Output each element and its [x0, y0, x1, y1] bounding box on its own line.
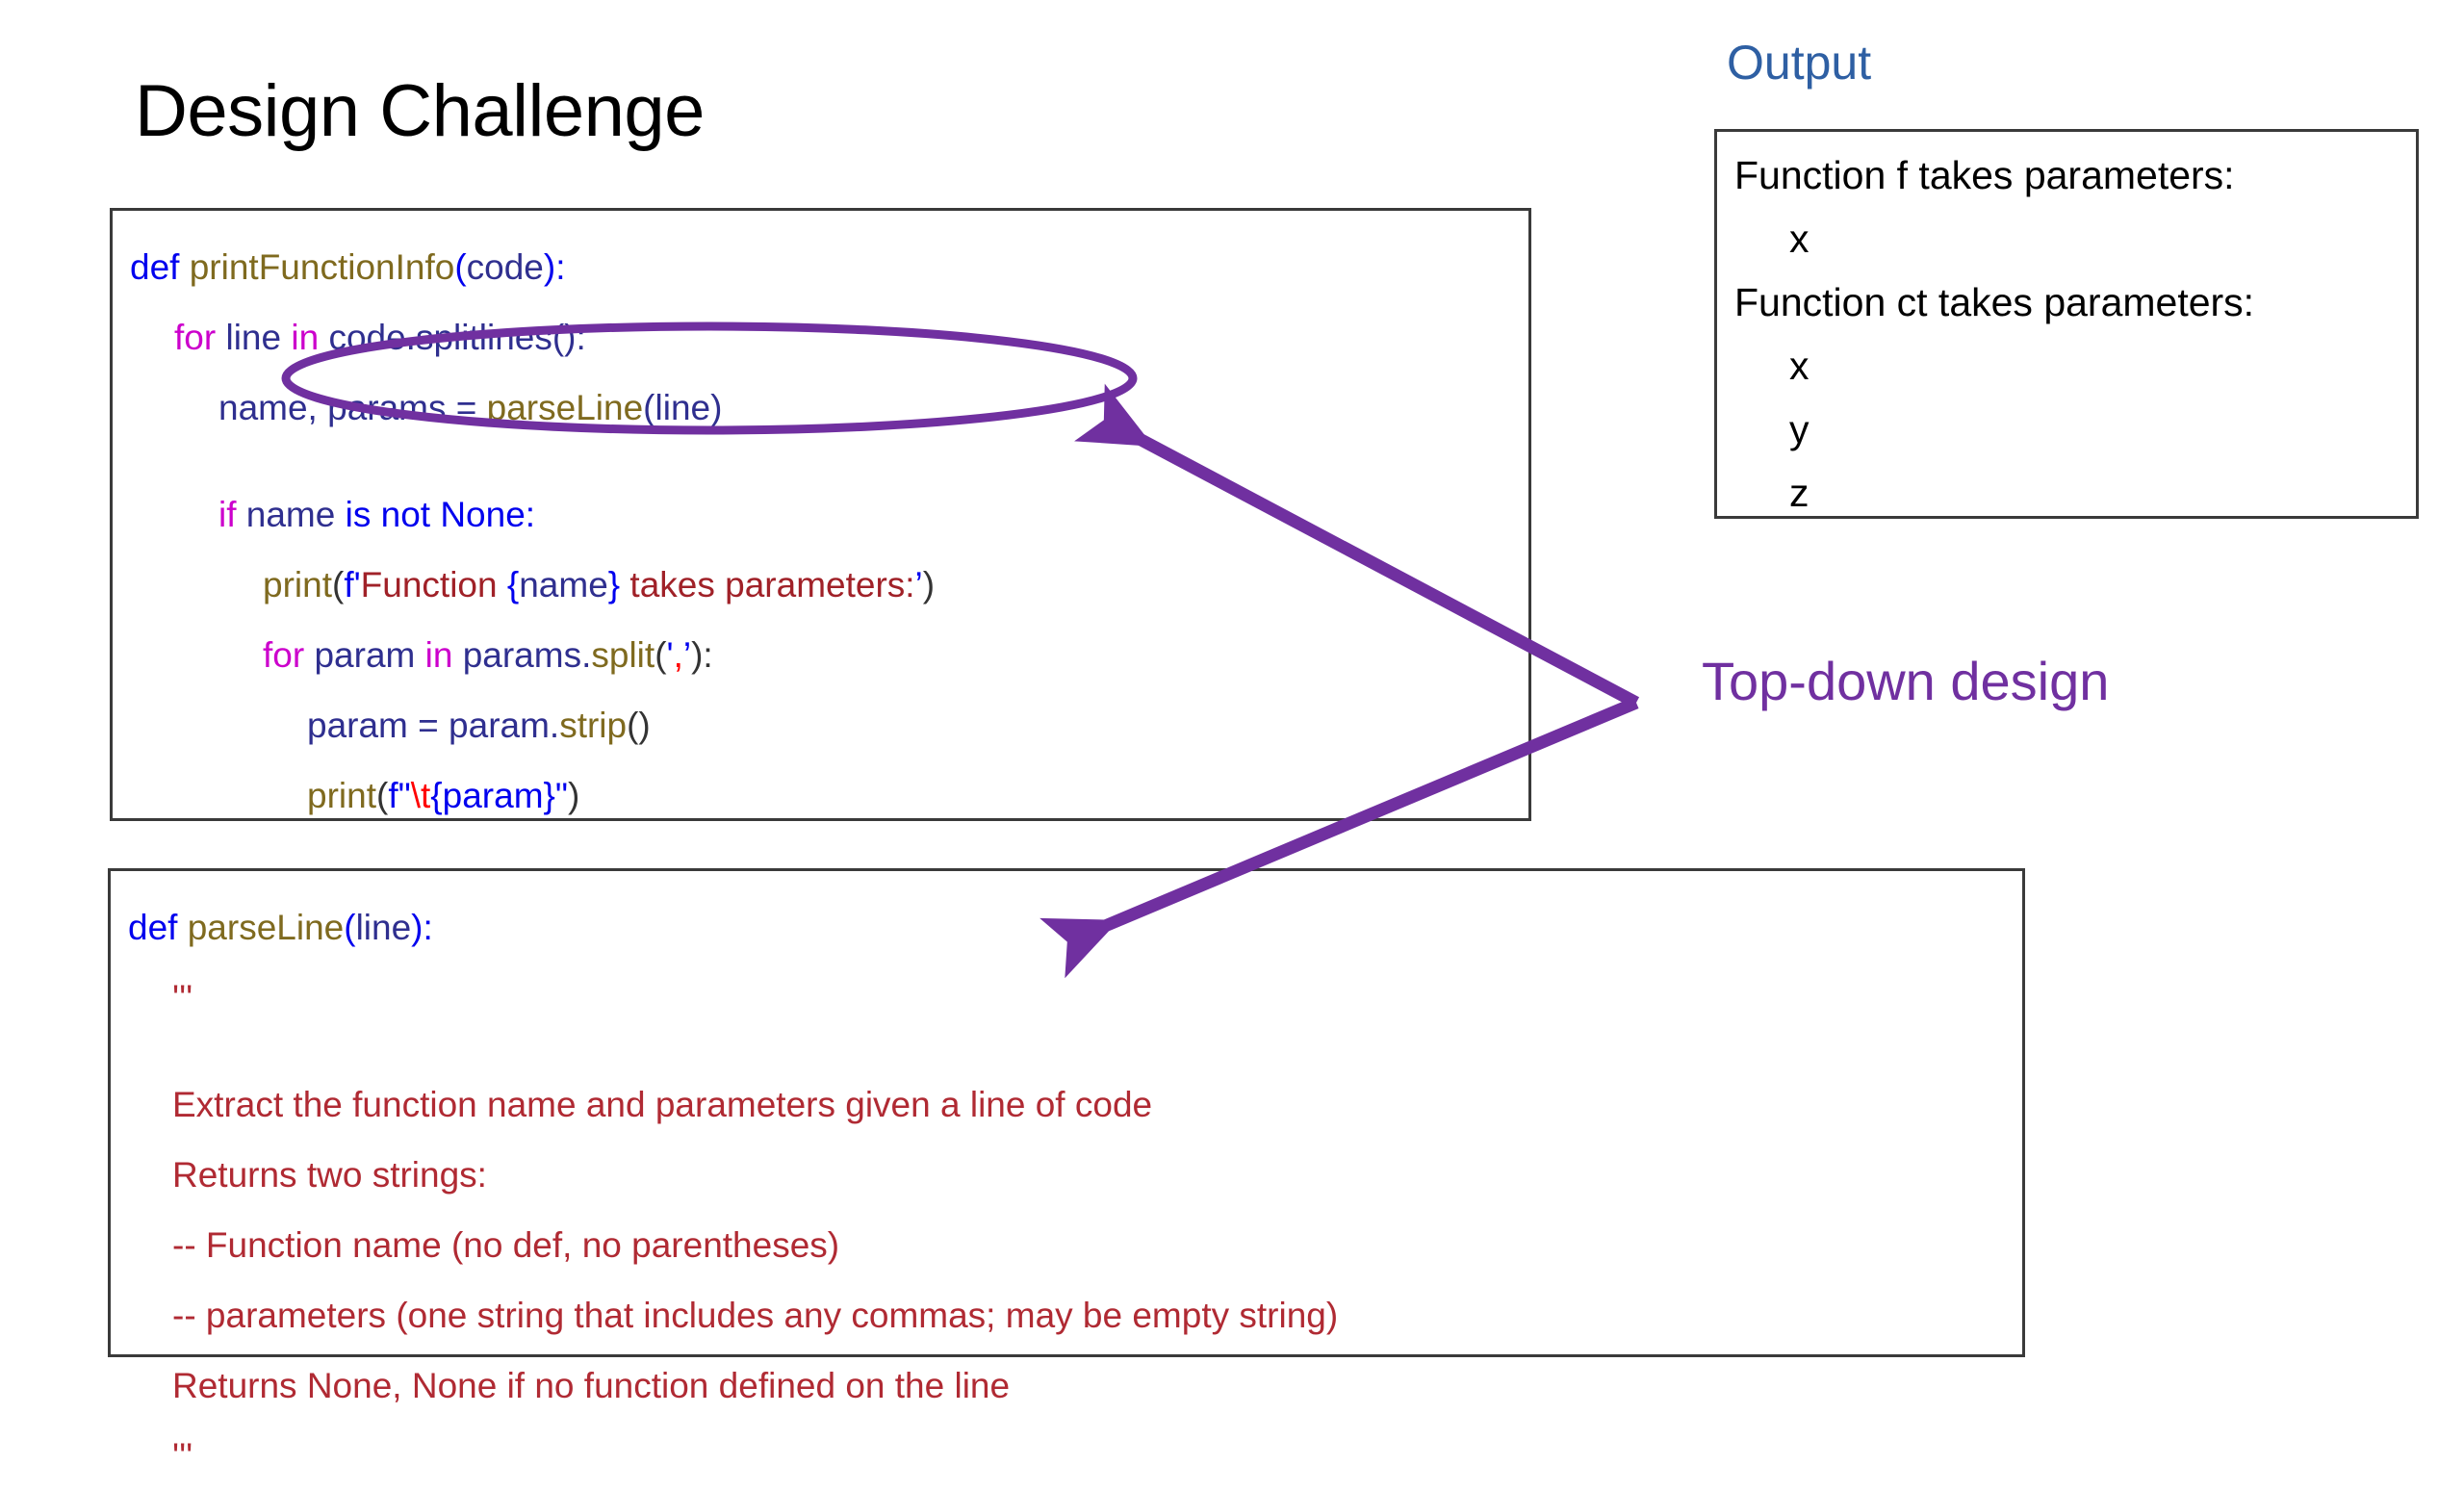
code-token: {	[506, 565, 520, 604]
code-token: line	[654, 388, 711, 427]
code-token: takes parameters:	[620, 565, 915, 604]
code-line: for line in code.splitlines():	[130, 302, 1528, 373]
code-token: "	[554, 776, 569, 815]
code-token: strip	[559, 706, 628, 745]
code-token: param = param	[307, 706, 550, 745]
code-token: )	[710, 388, 723, 427]
code-token: (	[454, 247, 467, 287]
code-line: def printFunctionInfo(code):	[130, 232, 1528, 302]
code-token: (	[654, 635, 667, 675]
code-listing-printfunctioninfo: def printFunctionInfo(code):for line in …	[113, 211, 1528, 831]
code-token: code	[328, 318, 406, 357]
code-token: line	[225, 318, 292, 357]
code-token: ’	[682, 635, 692, 675]
output-line: x	[1734, 344, 1810, 388]
code-token: parseLine	[187, 908, 345, 947]
code-line: -- parameters (one string that includes …	[128, 1280, 2022, 1350]
code-token: print	[263, 565, 332, 604]
code-listing-parseline: def parseLine(line): ''' Extract the func…	[111, 871, 2022, 1491]
code-token: ):	[543, 247, 566, 287]
code-line	[128, 1033, 2022, 1069]
code-token: (	[344, 908, 356, 947]
code-line: param = param.strip()	[130, 690, 1528, 760]
code-token: if	[218, 495, 246, 534]
output-line: x	[1734, 217, 1810, 261]
code-token: Function	[360, 565, 507, 604]
code-token: }	[607, 565, 621, 604]
code-line: for param in params.split(',’):	[130, 620, 1528, 690]
code-token: is not None	[345, 495, 526, 534]
code-line: -- Function name (no def, no parentheses…	[128, 1210, 2022, 1280]
code-token: line	[355, 908, 412, 947]
code-token: :	[525, 495, 536, 534]
code-token: ):	[691, 635, 713, 675]
code-line: print(f"\t{param}")	[130, 760, 1528, 831]
code-line: Extract the function name and parameters…	[128, 1069, 2022, 1140]
code-token: ():	[552, 318, 586, 357]
code-line: print(f'Function {name} takes parameters…	[130, 550, 1528, 620]
page-title: Design Challenge	[135, 70, 705, 152]
code-token: param	[314, 635, 425, 675]
code-token: ’	[914, 565, 923, 604]
code-token: name	[245, 495, 346, 534]
code-token: -- Function name (no def, no parentheses…	[172, 1225, 840, 1265]
code-token: ()	[627, 706, 651, 745]
code-token: split	[591, 635, 655, 675]
code-token: Extract the function name and parameters…	[172, 1085, 1153, 1124]
code-token: params	[462, 635, 582, 675]
code-token: f"	[388, 776, 411, 815]
output-line: Function f takes parameters:	[1734, 153, 2235, 197]
code-token: printFunctionInfo	[189, 247, 455, 287]
code-line: if name is not None:	[130, 479, 1528, 550]
code-token: in	[291, 318, 329, 357]
code-line: '''	[128, 963, 2022, 1033]
top-down-design-label: Top-down design	[1702, 651, 2110, 711]
code-token: ,	[673, 635, 683, 675]
code-token: )	[568, 776, 580, 815]
code-token: parseLine	[486, 388, 644, 427]
code-line: name, params = parseLine(line)	[130, 373, 1528, 443]
code-token: def	[130, 247, 190, 287]
code-token: (	[643, 388, 655, 427]
code-token: .	[581, 635, 592, 675]
code-token: {param}	[430, 776, 555, 815]
code-token: Returns two strings:	[172, 1155, 487, 1195]
code-token: .	[549, 706, 560, 745]
code-token: (	[331, 565, 345, 604]
code-line: '''	[128, 1421, 2022, 1491]
code-token: (	[375, 776, 389, 815]
code-token: )	[922, 565, 936, 604]
code-token: -- parameters (one string that includes …	[172, 1296, 1339, 1335]
code-line: def parseLine(line):	[128, 892, 2022, 963]
output-line: z	[1734, 471, 1810, 515]
output-line: Function ct takes parameters:	[1734, 280, 2255, 324]
code-token: splitlines	[415, 318, 552, 357]
code-token: print	[307, 776, 376, 815]
code-token: ):	[411, 908, 433, 947]
code-token: name	[519, 565, 608, 604]
code-token: '''	[172, 1436, 193, 1476]
code-token: \t	[410, 776, 431, 815]
output-line: y	[1734, 407, 1810, 451]
code-token: f'	[344, 565, 361, 604]
code-line	[130, 443, 1528, 479]
output-heading: Output	[1727, 36, 1872, 90]
code-token: .	[405, 318, 416, 357]
code-token: '''	[172, 978, 193, 1017]
code-token: def	[128, 908, 188, 947]
parseline-code-box: def parseLine(line): ''' Extract the func…	[108, 868, 2025, 1476]
printfunctioninfo-code-box: def printFunctionInfo(code):for line in …	[110, 208, 1531, 821]
code-token: in	[424, 635, 463, 675]
code-token: '	[666, 635, 674, 675]
code-line: Returns two strings:	[128, 1140, 2022, 1210]
code-token: name, params =	[218, 388, 487, 427]
code-token: for	[263, 635, 315, 675]
code-token: for	[174, 318, 226, 357]
code-token: code	[466, 247, 544, 287]
